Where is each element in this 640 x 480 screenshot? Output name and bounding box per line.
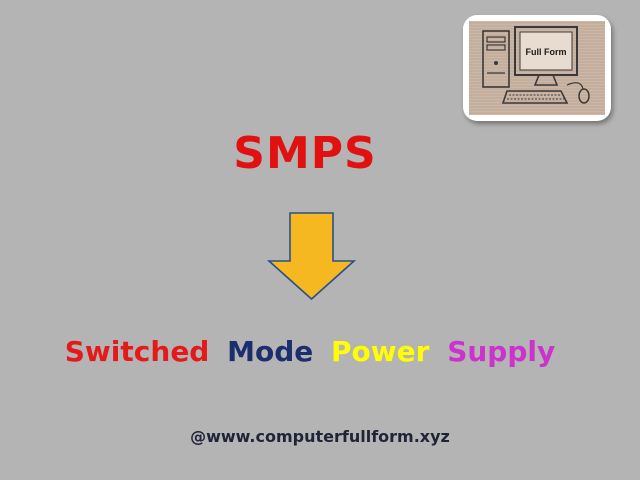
word-switched: Switched [64,335,210,368]
word-supply: Supply [447,335,556,368]
full-form: Switched Mode Power Supply [0,335,620,368]
logo-card: Full Form [463,15,611,121]
computer-logo-icon: Full Form [469,21,605,115]
website-link[interactable]: @www.computerfullform.xyz [190,427,450,446]
logo-label: Full Form [526,47,567,57]
down-arrow-icon [266,212,357,301]
word-mode: Mode [227,335,314,368]
word-power: Power [331,335,430,368]
abbreviation-title: SMPS [233,128,377,179]
